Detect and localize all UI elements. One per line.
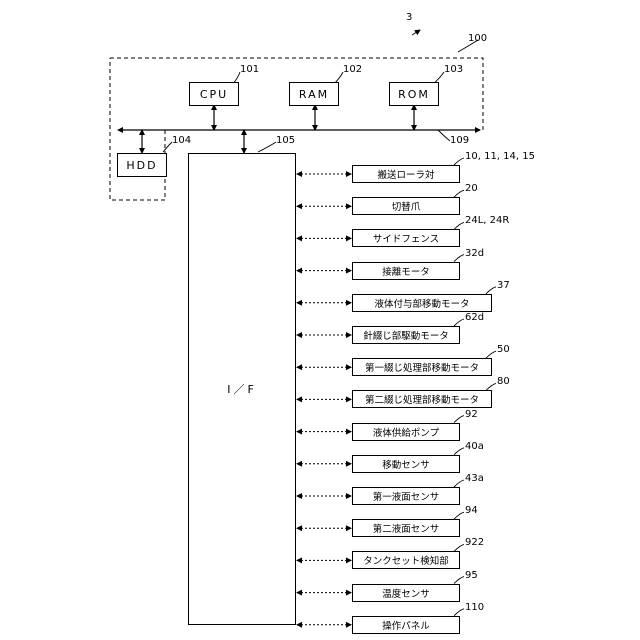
- device-box: 第二液面センサ: [352, 519, 460, 537]
- device-box: 第一綴じ処理部移動モータ: [352, 358, 492, 376]
- device-ref: 922: [465, 537, 484, 549]
- interface-block: I／F: [188, 153, 296, 625]
- device-box: 液体供給ポンプ: [352, 423, 460, 441]
- device-ref-leader: [454, 577, 464, 584]
- device-box: タンクセット検知部: [352, 551, 460, 569]
- device-label: 液体付与部移動モータ: [374, 296, 469, 310]
- device-ref: 95: [465, 570, 478, 582]
- device-label: 搬送ローラ対: [377, 167, 434, 181]
- device-ref-leader: [454, 255, 464, 262]
- device-ref: 10, 11, 14, 15: [465, 151, 535, 163]
- device-box: 切替爪: [352, 197, 460, 215]
- device-label: 液体供給ポンプ: [373, 425, 439, 439]
- device-box: 液体付与部移動モータ: [352, 294, 492, 312]
- hdd-ref: 104: [172, 135, 191, 147]
- bus-ref: 109: [450, 135, 469, 147]
- controller-ref: 100: [468, 33, 487, 45]
- rom-ref: 103: [444, 64, 463, 76]
- ram-box: RAM: [289, 82, 339, 106]
- device-box: 操作パネル: [352, 616, 460, 634]
- device-ref: 37: [497, 280, 510, 292]
- interface-label: I／F: [227, 381, 257, 397]
- device-ref: 40a: [465, 441, 484, 453]
- device-label: 第一綴じ処理部移動モータ: [365, 360, 479, 374]
- ram-ref: 102: [343, 64, 362, 76]
- device-ref-leader: [454, 512, 464, 519]
- device-ref: 20: [465, 183, 478, 195]
- device-label: 第一液面センサ: [373, 489, 440, 503]
- device-box: サイドフェンス: [352, 229, 460, 247]
- device-label: 温度センサ: [382, 586, 430, 600]
- fig-ref-arrow: [412, 30, 420, 35]
- figure-number: 3: [406, 12, 412, 24]
- device-box: 移動センサ: [352, 455, 460, 473]
- device-label: サイドフェンス: [373, 231, 439, 245]
- device-box: 接離モータ: [352, 262, 460, 280]
- device-ref-leader: [454, 222, 464, 229]
- device-ref-leader: [486, 287, 496, 294]
- device-ref-leader: [486, 383, 496, 390]
- device-box: 搬送ローラ対: [352, 165, 460, 183]
- ram-label: RAM: [299, 88, 329, 101]
- device-label: 移動センサ: [382, 457, 430, 471]
- ref-leader-105: [258, 142, 276, 152]
- hdd-box: HDD: [117, 153, 167, 177]
- device-ref-leader: [454, 190, 464, 197]
- cpu-label: CPU: [200, 88, 228, 101]
- ref-leader-109: [438, 130, 450, 141]
- device-ref: 110: [465, 602, 484, 614]
- device-box: 針綴じ部駆動モータ: [352, 326, 460, 344]
- device-ref: 80: [497, 376, 510, 388]
- device-box: 温度センサ: [352, 584, 460, 602]
- rom-label: ROM: [398, 88, 430, 101]
- device-ref-leader: [454, 416, 464, 423]
- device-ref: 50: [497, 344, 510, 356]
- device-ref-leader: [454, 158, 464, 165]
- device-ref-leader: [454, 544, 464, 551]
- device-label: 第二綴じ処理部移動モータ: [365, 392, 479, 406]
- device-ref: 94: [465, 505, 478, 517]
- device-ref-leader: [454, 319, 464, 326]
- device-label: 切替爪: [392, 199, 421, 213]
- device-label: タンクセット検知部: [363, 553, 449, 567]
- device-label: 針綴じ部駆動モータ: [363, 328, 449, 342]
- device-label: 第二液面センサ: [373, 521, 440, 535]
- device-ref-leader: [454, 448, 464, 455]
- device-ref-leader: [454, 480, 464, 487]
- interface-ref: 105: [276, 135, 295, 147]
- rom-box: ROM: [389, 82, 439, 106]
- ref-leader-104: [163, 142, 172, 152]
- device-ref-leader: [486, 351, 496, 358]
- device-label: 接離モータ: [382, 264, 430, 278]
- device-box: 第二綴じ処理部移動モータ: [352, 390, 492, 408]
- cpu-ref: 101: [240, 64, 259, 76]
- device-ref-leader: [454, 609, 464, 616]
- device-ref: 32d: [465, 248, 484, 260]
- device-box: 第一液面センサ: [352, 487, 460, 505]
- hdd-label: HDD: [126, 159, 157, 172]
- cpu-box: CPU: [189, 82, 239, 106]
- device-ref: 24L, 24R: [465, 215, 509, 227]
- device-label: 操作パネル: [382, 618, 430, 632]
- device-ref: 43a: [465, 473, 484, 485]
- device-ref: 62d: [465, 312, 484, 324]
- device-ref: 92: [465, 409, 478, 421]
